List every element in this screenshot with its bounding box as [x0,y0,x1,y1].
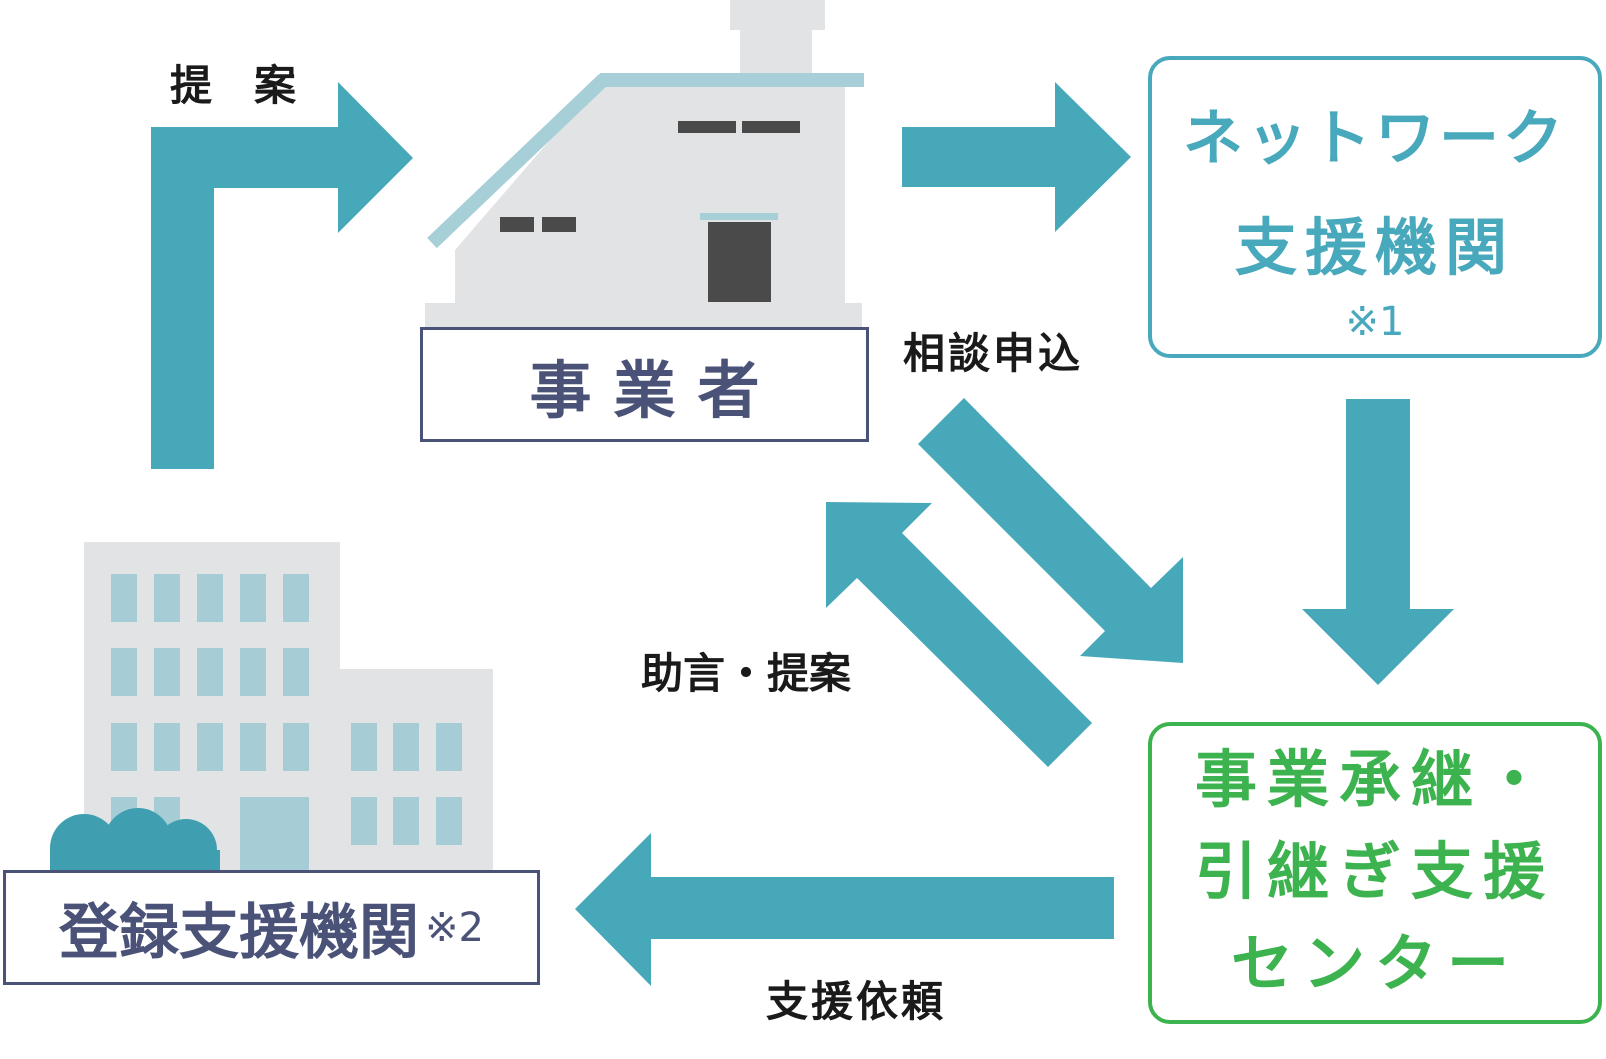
office-window [393,723,419,771]
edge-label-teian: 提 案 [170,61,297,110]
office-window [436,723,462,771]
office-window [154,574,180,622]
node-center-line1: 事業承継・ [1194,743,1555,816]
arrow-center-to-registered [575,833,1114,986]
house-illustration [425,0,864,327]
node-network-note: ※1 [1345,299,1405,345]
arrow-center-to-jigyosha [826,502,1092,767]
node-network-line2: 支援機関 [1234,211,1515,284]
house-base [425,303,862,327]
office-windows [111,574,462,872]
office-window [393,797,419,845]
office-window [111,648,137,696]
office-window [240,723,266,771]
node-network-line1: ネットワーク [1183,104,1567,174]
node-registered-note: ※2 [425,904,484,951]
office-window [240,797,309,872]
office-window [111,723,137,771]
office-window [197,648,223,696]
office-illustration [50,542,493,882]
node-network-support: ネットワーク 支援機関 ※1 [1148,56,1602,358]
tree-icon [50,808,220,882]
office-window [436,797,462,845]
office-window [197,723,223,771]
house-roof-edge [427,73,609,249]
house-roof-top [600,73,864,87]
arrow-jigyosha-to-network [902,82,1131,232]
house-window [742,121,800,133]
office-window [283,574,309,622]
office-window [351,723,377,771]
node-registered-support: 登録支援機関 ※2 [3,870,540,985]
office-window [283,648,309,696]
office-window [154,723,180,771]
node-jigyosha: 事業者 [420,327,869,442]
node-jigyosha-label: 事業者 [529,353,782,427]
house-window [678,121,736,133]
edge-label-soudan: 相談申込 [903,329,1084,378]
arrows [151,82,1454,986]
office-window [283,723,309,771]
house-door-canopy [700,213,778,220]
office-window [197,574,223,622]
node-center-line2: 引継ぎ支援 [1194,835,1555,908]
house-window [500,217,534,232]
office-window [351,797,377,845]
node-center-line3: センター [1230,927,1519,1000]
house-window [542,217,576,232]
arrow-jigyosha-to-center [918,398,1183,663]
office-window [240,648,266,696]
office-window [154,648,180,696]
office-window [111,574,137,622]
node-registered-label: 登録支援機関 [59,898,420,968]
edge-label-shien: 支援依頼 [766,977,947,1026]
edge-label-jogen: 助言・提案 [641,649,852,698]
house-door [708,222,771,302]
node-succession-center: 事業承継・ 引継ぎ支援 センター [1148,722,1602,1024]
house-body [455,82,845,305]
arrow-network-to-center [1302,399,1454,685]
office-window [240,574,266,622]
arrow-registered-to-jigyosha [151,82,413,469]
